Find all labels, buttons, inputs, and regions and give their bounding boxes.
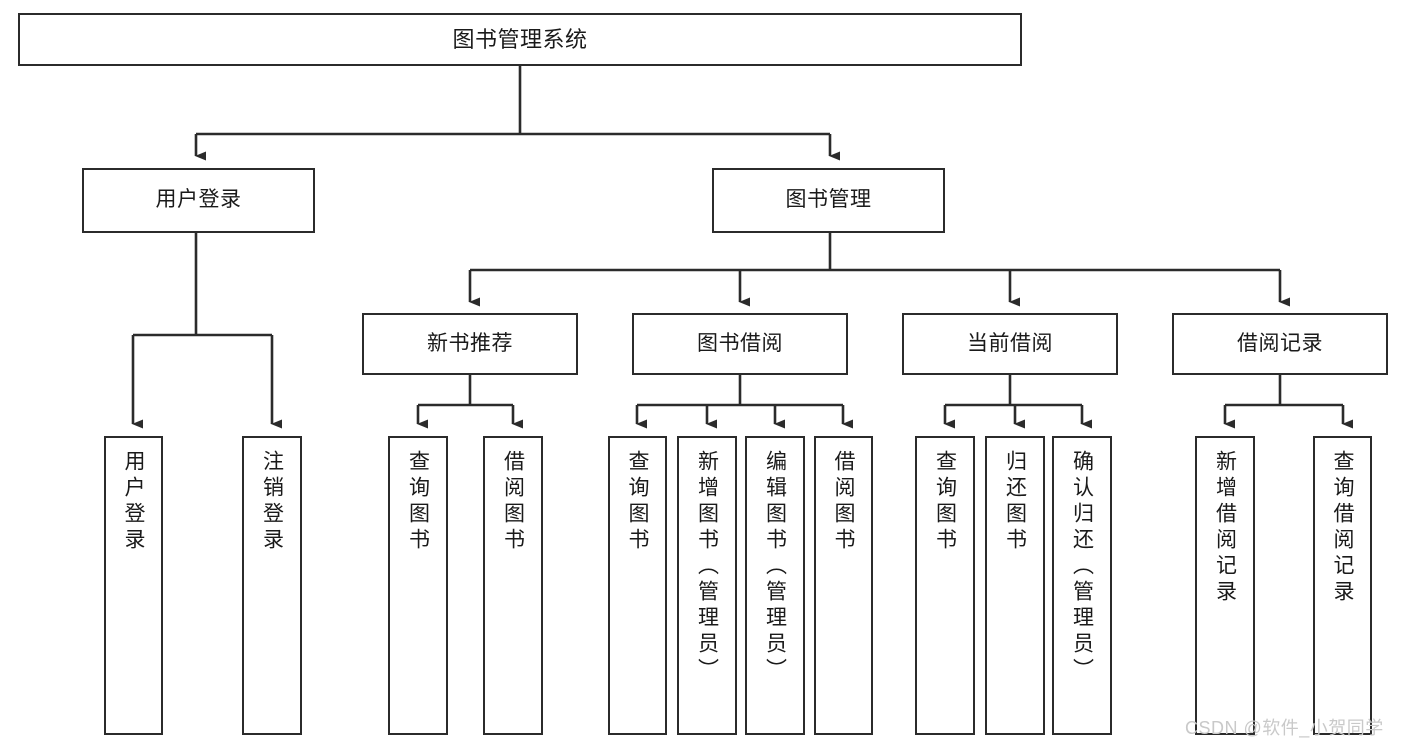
leaf-borrow-record-query[interactable]: 查询借阅记录 [1313,436,1372,735]
node-label: 确认归还（管理员） [1070,450,1094,684]
node-label: 图书借阅 [697,331,783,355]
node-root-system[interactable]: 图书管理系统 [18,13,1022,66]
watermark-text: CSDN @软件_小贺同学 [1185,718,1384,738]
leaf-new-book-borrow[interactable]: 借阅图书 [483,436,543,735]
node-new-book-recommend[interactable]: 新书推荐 [362,313,578,375]
node-current-borrow[interactable]: 当前借阅 [902,313,1118,375]
node-label: 归还图书 [1003,450,1027,554]
leaf-current-borrow-confirm-return[interactable]: 确认归还（管理员） [1052,436,1112,735]
node-label: 查询图书 [406,450,430,554]
node-label: 用户登录 [155,188,242,212]
node-label: 新书推荐 [427,331,513,355]
node-book-management[interactable]: 图书管理 [712,168,945,233]
node-label: 图书管理系统 [452,26,588,52]
node-label: 注销登录 [260,450,284,554]
leaf-book-borrow-borrow[interactable]: 借阅图书 [814,436,873,735]
node-label: 借阅记录 [1237,331,1323,355]
node-label: 新增图书（管理员） [695,450,719,684]
node-label: 查询借阅记录 [1331,450,1355,606]
node-label: 编辑图书（管理员） [763,450,787,684]
node-borrow-record[interactable]: 借阅记录 [1172,313,1388,375]
node-label: 借阅图书 [832,450,856,554]
leaf-user-login-login[interactable]: 用户登录 [104,436,163,735]
leaf-book-borrow-add[interactable]: 新增图书（管理员） [677,436,737,735]
node-user-login[interactable]: 用户登录 [82,168,315,233]
leaf-book-borrow-edit[interactable]: 编辑图书（管理员） [745,436,805,735]
leaf-new-book-query[interactable]: 查询图书 [388,436,448,735]
leaf-book-borrow-query[interactable]: 查询图书 [608,436,667,735]
leaf-user-login-logout[interactable]: 注销登录 [242,436,302,735]
node-label: 查询图书 [933,450,957,554]
leaf-current-borrow-query[interactable]: 查询图书 [915,436,975,735]
node-book-borrow[interactable]: 图书借阅 [632,313,848,375]
node-label: 借阅图书 [501,450,525,554]
node-label: 用户登录 [122,450,146,554]
node-label: 新增借阅记录 [1213,450,1237,606]
node-label: 查询图书 [626,450,650,554]
node-label: 图书管理 [785,188,872,212]
node-label: 当前借阅 [967,331,1053,355]
leaf-current-borrow-return[interactable]: 归还图书 [985,436,1045,735]
leaf-borrow-record-add[interactable]: 新增借阅记录 [1195,436,1255,735]
